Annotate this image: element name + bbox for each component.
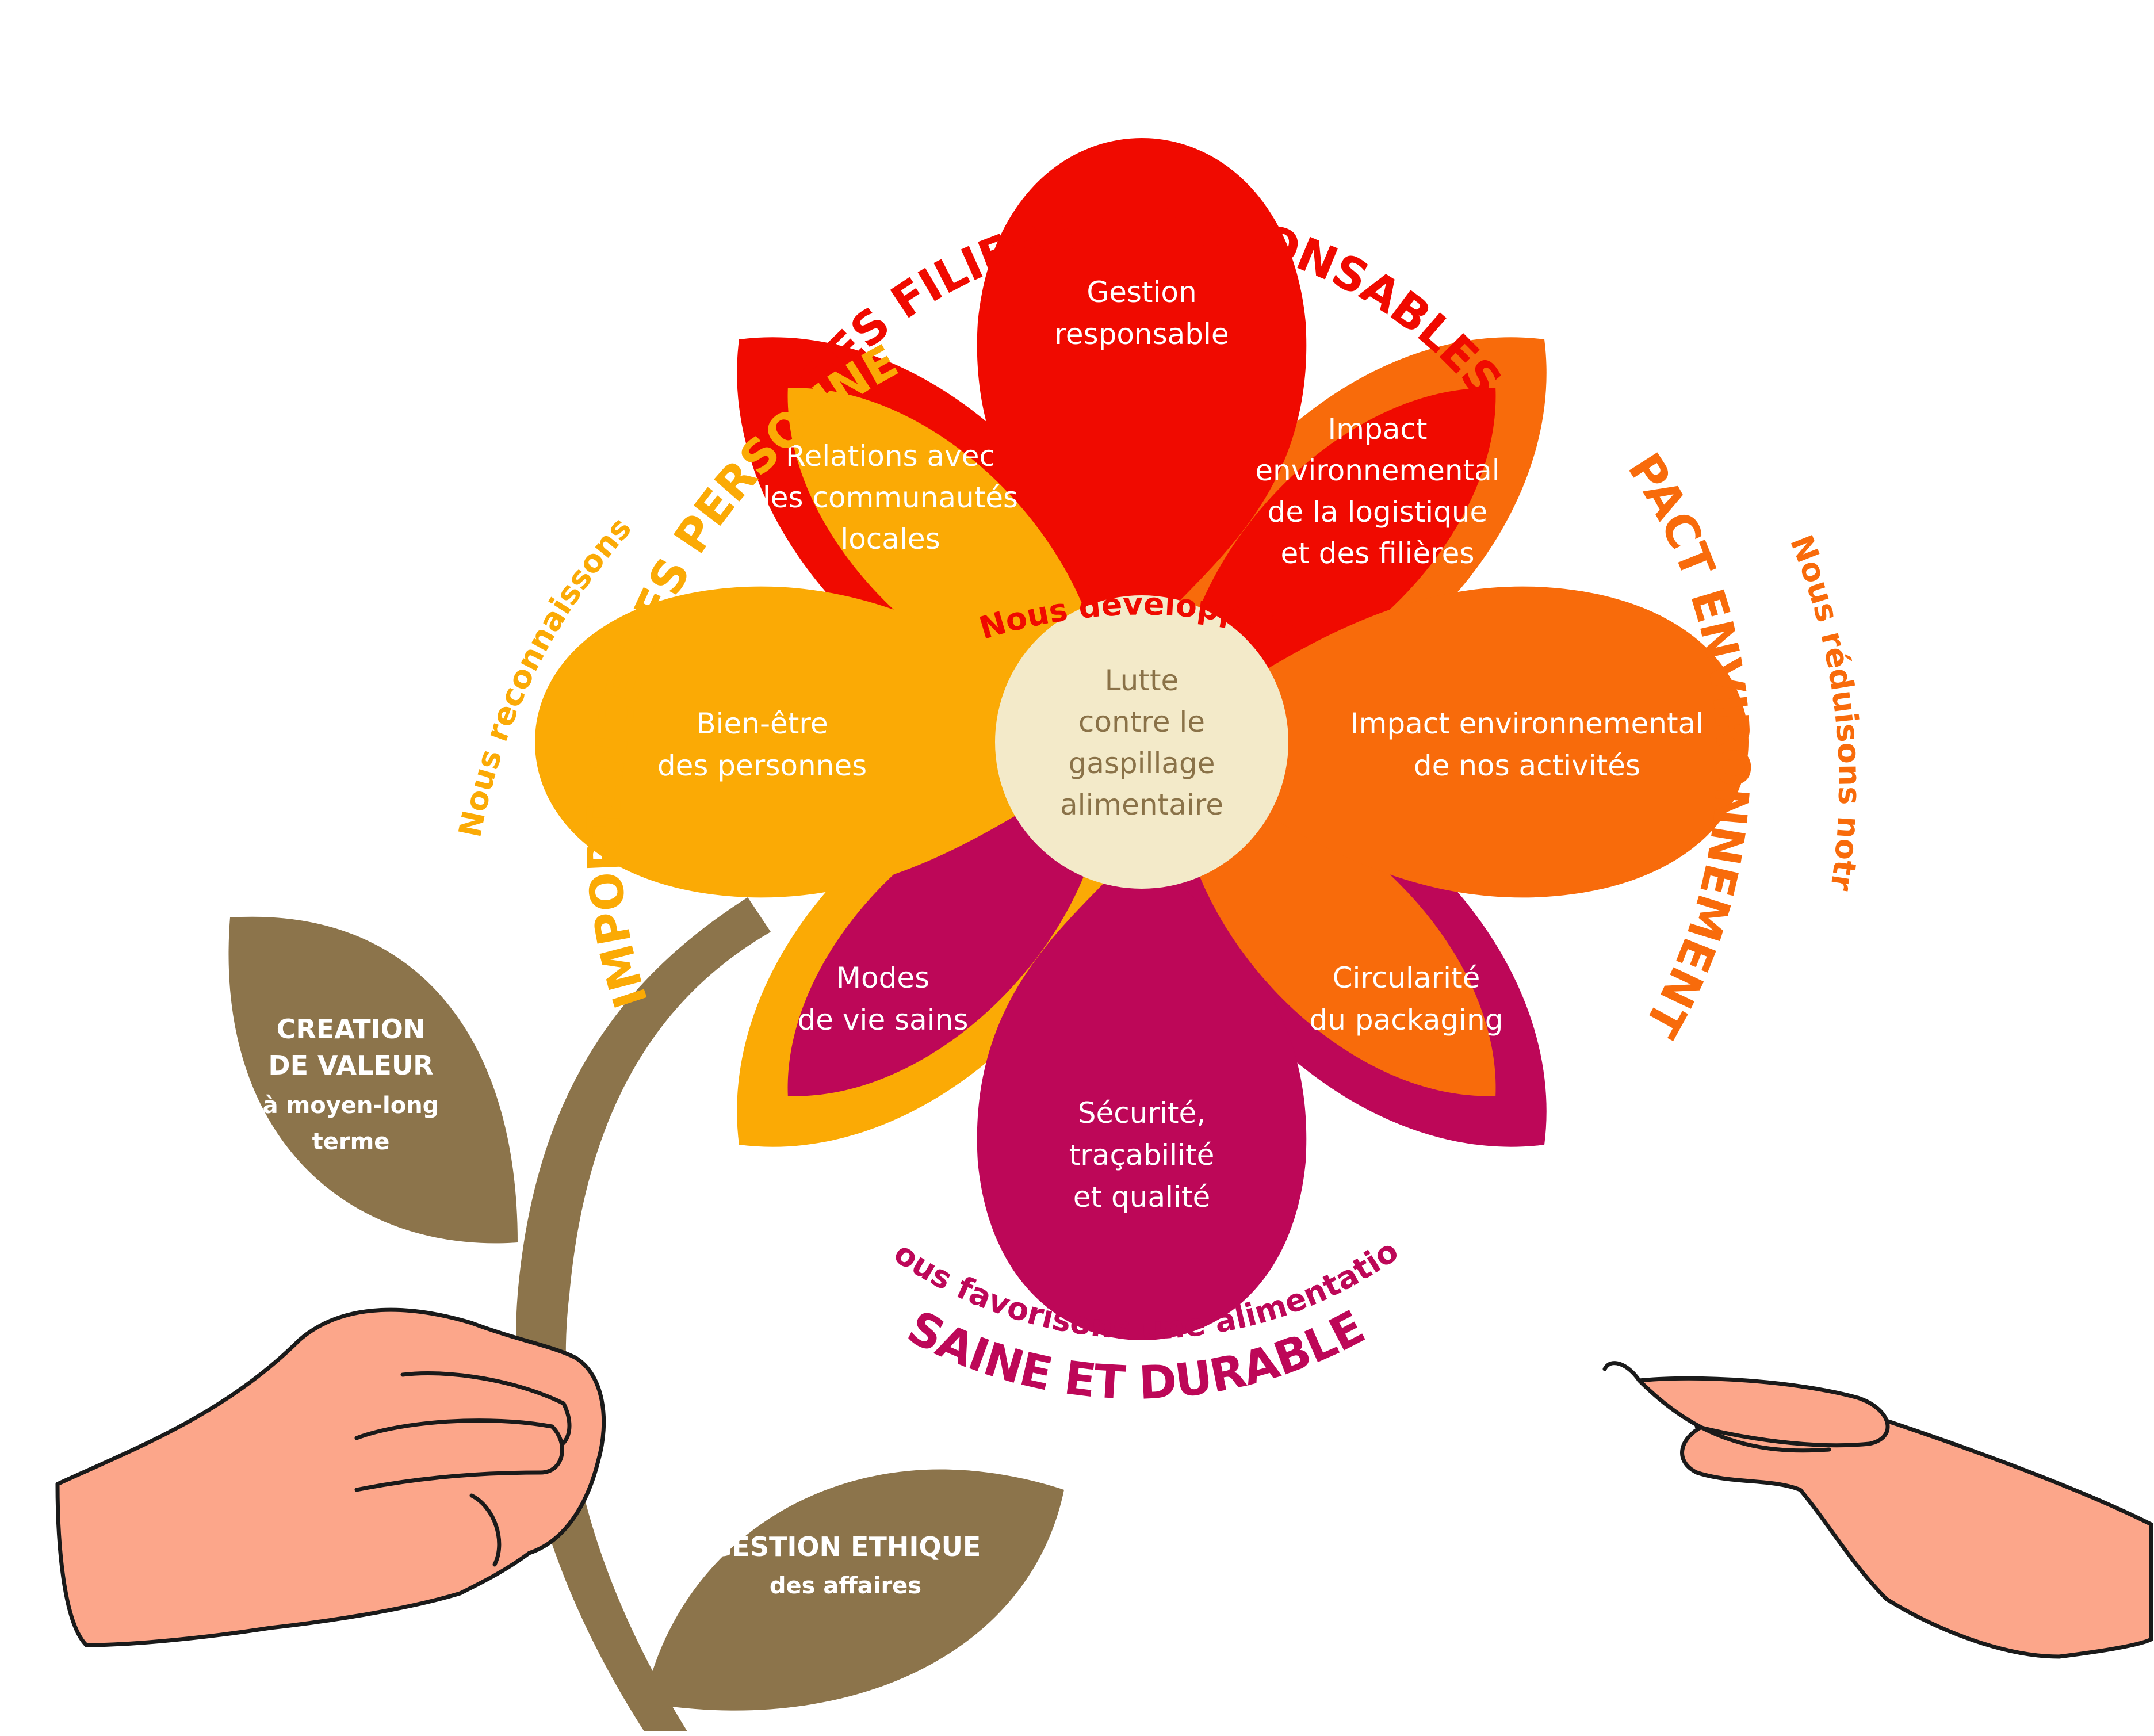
label-top-1: Gestion xyxy=(1086,276,1196,309)
petal-left xyxy=(535,586,1142,898)
label-bottom-left-2: de vie sains xyxy=(798,1003,969,1037)
label-top-2: responsable xyxy=(1054,318,1229,351)
right-hand xyxy=(1602,1361,2153,1659)
upper-leaf-title-1: CREATION xyxy=(277,1014,426,1045)
lower-leaf-sub: des affaires xyxy=(770,1573,921,1599)
label-top-right-2: environnemental xyxy=(1255,454,1499,487)
center-label-3: gaspillage xyxy=(1069,747,1215,780)
stem xyxy=(515,897,771,1731)
stem-group: CREATION DE VALEUR à moyen-long terme GE… xyxy=(228,897,1064,1731)
label-top-left-2: les communautés xyxy=(763,481,1018,514)
label-right-2: de nos activités xyxy=(1414,749,1640,782)
label-bottom-1: Sécurité, xyxy=(1078,1096,1206,1130)
label-top-left-3: locales xyxy=(840,522,940,556)
label-top-right-3: de la logistique xyxy=(1268,495,1488,529)
center-label-4: alimentaire xyxy=(1060,788,1223,821)
petal-bottom xyxy=(977,840,1307,1340)
label-bottom-2: traçabilité xyxy=(1069,1138,1215,1172)
label-bottom-right-1: Circularité xyxy=(1333,961,1480,995)
petal-labels: Gestion responsable Relations avec les c… xyxy=(657,276,1704,1214)
label-bottom-3: et qualité xyxy=(1073,1180,1210,1214)
flower xyxy=(535,138,1749,1340)
upper-leaf xyxy=(228,916,518,1244)
lower-leaf xyxy=(644,1469,1064,1711)
upper-leaf-title-2: DE VALEUR xyxy=(268,1050,433,1081)
label-top-right-1: Impact xyxy=(1328,412,1428,446)
label-top-right-4: et des filières xyxy=(1280,537,1474,570)
petal-right xyxy=(1142,586,1749,898)
upper-leaf-sub-1: à moyen-long xyxy=(263,1092,439,1119)
label-bottom-right-2: du packaging xyxy=(1310,1003,1503,1037)
center-label-1: Lutte xyxy=(1105,664,1179,697)
lower-leaf-title: GESTION ETHIQUE xyxy=(710,1531,981,1562)
label-left-2: des personnes xyxy=(657,749,867,782)
center-label-2: contre le xyxy=(1078,705,1205,739)
label-left-1: Bien-être xyxy=(696,707,828,740)
label-bottom-left-1: Modes xyxy=(836,961,929,995)
label-right-1: Impact environnemental xyxy=(1350,707,1704,740)
upper-leaf-sub-2: terme xyxy=(312,1129,390,1155)
label-top-left-1: Relations avec xyxy=(786,439,995,473)
left-hand xyxy=(55,1307,606,1647)
flower-center xyxy=(995,595,1288,889)
petal-top xyxy=(977,138,1307,644)
